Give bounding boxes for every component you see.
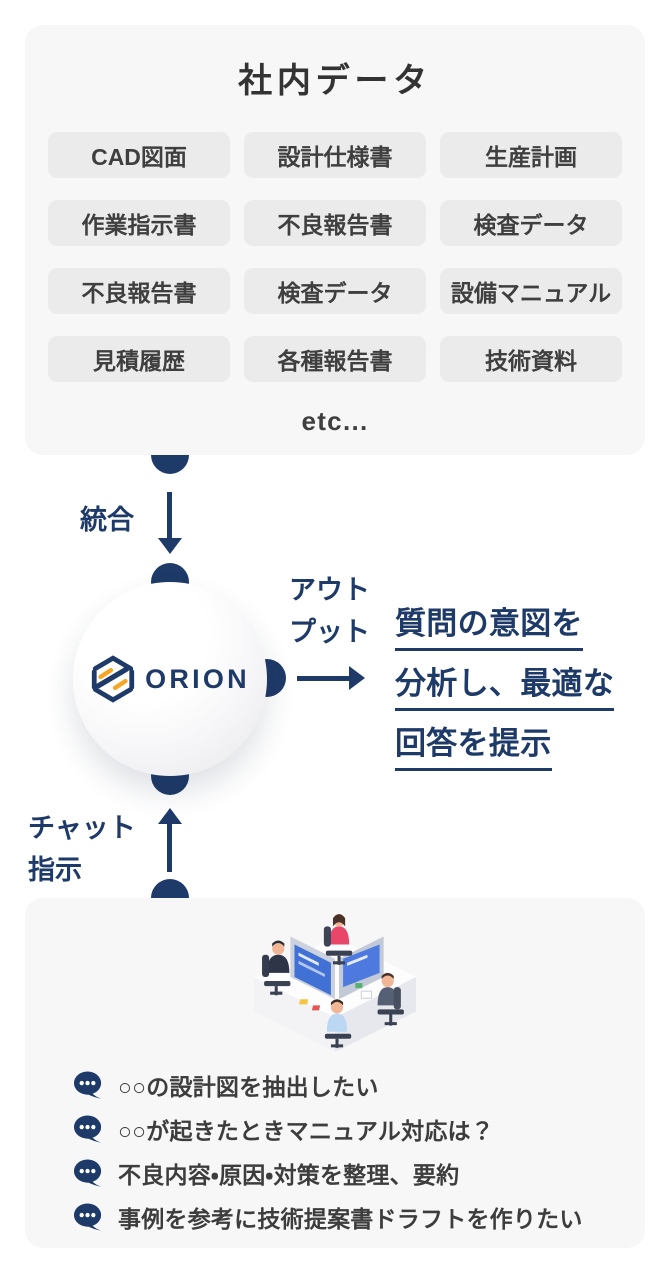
data-chip: CAD図面 (48, 132, 230, 178)
result-line: 分析し、最適な (395, 658, 615, 711)
data-chip: 見積履歴 (48, 336, 230, 382)
data-chip: 各種報告書 (244, 336, 426, 382)
office-illustration (253, 914, 417, 1052)
result-line: 回答を提示 (395, 718, 552, 771)
chat-label-line2: 指示 (28, 854, 82, 885)
data-chip: 検査データ (244, 268, 426, 314)
internal-data-title: 社内データ (238, 62, 432, 100)
right-arrow-line (297, 676, 351, 681)
up-arrow-head-icon (158, 808, 182, 824)
output-label-line1: アウト (289, 575, 370, 605)
chat-example-text: ○○の設計図を抽出したい (118, 1073, 379, 1100)
data-chip: 不良報告書 (48, 268, 230, 314)
integration-label: 統合 (80, 505, 134, 535)
orion-logo-text: ORION (145, 663, 250, 694)
orion-logo-icon (91, 655, 135, 703)
chat-bubble-icon (73, 1114, 102, 1143)
data-chip: 生産計画 (440, 132, 622, 178)
chat-example-text: 事例を参考に技術提案書ドラフトを作りたい (118, 1205, 583, 1232)
chat-examples-card: ○○の設計図を抽出したい ○○が起きたときマニュアル対応は？ 不良内容・原因・対… (25, 898, 645, 1248)
data-chip: 作業指示書 (48, 200, 230, 246)
chat-example-text: ○○が起きたときマニュアル対応は？ (118, 1117, 495, 1144)
chat-example-row: 事例を参考に技術提案書ドラフトを作りたい (73, 1200, 645, 1233)
chat-bubble-icon (73, 1158, 102, 1187)
etc-label: etc... (301, 406, 369, 436)
data-chip: 設備マニュアル (440, 268, 622, 314)
result-line: 質問の意図を (395, 598, 583, 651)
down-arrow-line (167, 492, 172, 540)
chat-example-row: ○○の設計図を抽出したい (73, 1068, 645, 1101)
data-chip: 設計仕様書 (244, 132, 426, 178)
data-chip: 不良報告書 (244, 200, 426, 246)
chat-example-row: ○○が起きたときマニュアル対応は？ (73, 1112, 645, 1145)
chat-example-list: ○○の設計図を抽出したい ○○が起きたときマニュアル対応は？ 不良内容・原因・対… (73, 1068, 645, 1233)
data-chip: 技術資料 (440, 336, 622, 382)
chat-label-line1: チャット (28, 813, 136, 843)
internal-data-card: 社内データ CAD図面 設計仕様書 生産計画 作業指示書 不良報告書 検査データ… (25, 25, 645, 455)
down-arrow-head-icon (158, 538, 182, 554)
chat-example-row: 不良内容・原因・対策を整理、要約 (73, 1156, 645, 1189)
internal-data-chip-grid: CAD図面 設計仕様書 生産計画 作業指示書 不良報告書 検査データ 不良報告書… (48, 132, 622, 382)
chat-bubble-icon (73, 1202, 102, 1231)
orion-engine-circle: ORION (73, 582, 267, 776)
data-chip: 検査データ (440, 200, 622, 246)
result-statement: 質問の意図を 分析し、最適な 回答を提示 (395, 598, 665, 778)
chat-example-text: 不良内容・原因・対策を整理、要約 (118, 1161, 460, 1188)
right-arrow-head-icon (349, 666, 365, 690)
up-arrow-line (167, 822, 172, 872)
output-label-line2: プット (289, 616, 370, 647)
chat-bubble-icon (73, 1070, 102, 1099)
